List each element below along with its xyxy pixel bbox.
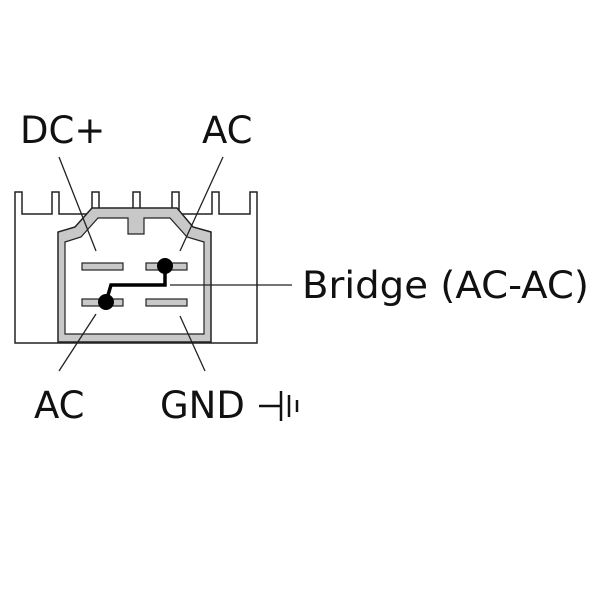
leader-ac-bottom — [58, 313, 97, 372]
leader-dc-plus — [58, 156, 97, 252]
bridge-dot-top — [157, 258, 173, 274]
label-ac-bottom: AC — [34, 384, 85, 427]
terminal-dc-plus — [81, 262, 124, 271]
connector-cavity — [64, 217, 205, 335]
bridge-jumper-wire — [104, 266, 167, 303]
leader-gnd — [179, 315, 206, 372]
label-ac-top: AC — [202, 109, 253, 152]
label-gnd: GND — [160, 384, 245, 427]
leader-ac-top — [179, 156, 224, 252]
bridge-dot-bottom — [98, 294, 114, 310]
label-dc-plus: DC+ — [20, 109, 105, 152]
ground-symbol-icon — [259, 391, 299, 421]
label-bridge: Bridge (AC-AC) — [302, 264, 589, 307]
terminal-gnd — [145, 298, 188, 307]
